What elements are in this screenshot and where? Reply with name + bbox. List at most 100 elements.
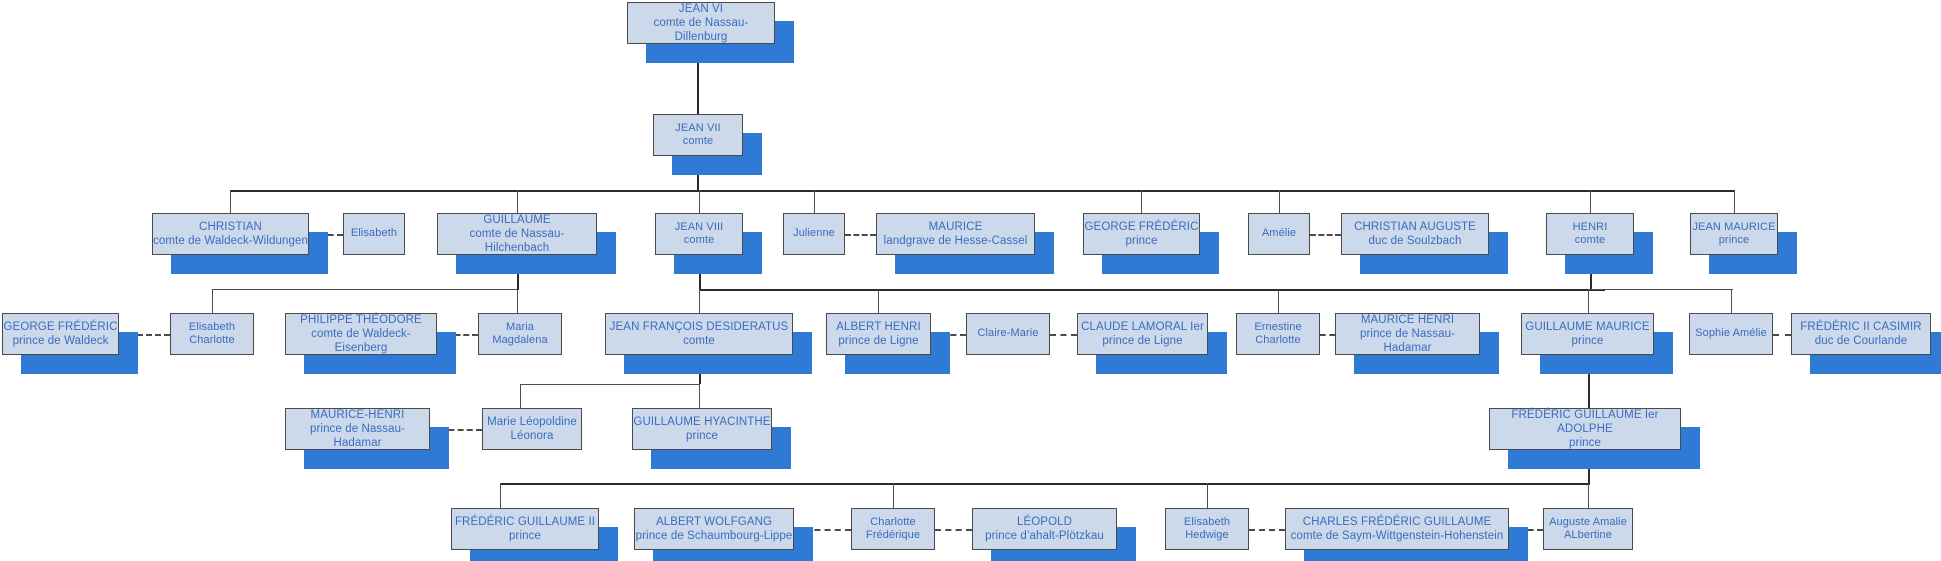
- node-title: JEAN VIII: [674, 220, 724, 233]
- marriage-link: [935, 529, 972, 531]
- node-title: CHRISTIAN: [199, 220, 262, 233]
- node-subtitle: Léonora: [510, 430, 554, 442]
- node-subtitle: Charlotte: [189, 334, 235, 346]
- bus-bottom-row: [500, 483, 1590, 485]
- node-subtitle: prince: [1571, 335, 1604, 347]
- node-subtitle: prince de Nassau-Hadamar: [1359, 328, 1456, 355]
- drop-elishedwige: [1207, 483, 1208, 508]
- node-title: Maria: [505, 320, 534, 333]
- node-title: Charlotte: [870, 515, 916, 528]
- drop-marieleo: [520, 384, 521, 408]
- node-subtitle: prince: [1718, 234, 1750, 246]
- node-subtitle: Magdalena: [492, 334, 548, 346]
- node-subtitle: Frédérique: [865, 529, 921, 541]
- node-subtitle: prince de Schaumbourg-Lippe: [635, 530, 793, 542]
- drop-alberthenri: [878, 289, 879, 313]
- drop-elischar: [212, 289, 213, 313]
- node-title: JEAN FRANÇOIS DESIDERATUS: [609, 320, 789, 333]
- node-subtitle: prince: [1125, 235, 1158, 247]
- node-subtitle: prince de Ligne: [838, 335, 919, 347]
- node-title: GUILLAUME: [483, 213, 551, 226]
- node-subtitle: comte de Waldeck-Wildungen: [153, 235, 308, 247]
- drop-jeanfran: [699, 289, 700, 313]
- tree-node-julienne[interactable]: Julienne: [783, 213, 845, 255]
- node-title: CHRISTIAN AUGUSTE: [1354, 220, 1476, 233]
- node-title: CLAUDE LAMORAL Ier: [1081, 320, 1204, 333]
- drop-fredguil2: [500, 483, 501, 508]
- marriage-link: [1249, 529, 1285, 531]
- tree-node-jean6[interactable]: JEAN VI comte de Nassau-Dillenburg: [627, 2, 775, 44]
- node-subtitle: prince d’ahalt-Plötzkau: [985, 530, 1104, 542]
- node-title: Ernestine: [1254, 320, 1302, 333]
- node-title: ALBERT WOLFGANG: [655, 515, 773, 528]
- node-title: MAURICE-HENRI: [310, 408, 405, 421]
- node-title: Julienne: [793, 227, 835, 240]
- tree-node-sophiamel[interactable]: Sophie Amélie: [1689, 313, 1773, 355]
- drop-henri: [1590, 190, 1591, 213]
- node-title: HENRI: [1572, 220, 1608, 233]
- drop-sophieamelie: [1731, 289, 1732, 313]
- node-subtitle: prince de Ligne: [1102, 335, 1183, 347]
- node-title: GUILLAUME HYACINTHE: [633, 415, 771, 428]
- node-title: FRÉDÉRIC II CASIMIR: [1800, 320, 1922, 333]
- drop-ernestine: [1278, 289, 1279, 313]
- node-title: Elisabeth: [188, 320, 236, 333]
- node-subtitle: comte: [683, 335, 715, 347]
- node-title: PHILIPPE THÉODORE: [300, 313, 422, 326]
- node-subtitle: prince de Waldeck: [12, 335, 109, 347]
- node-title: Elisabeth: [350, 227, 398, 240]
- tree-node-amelie[interactable]: Amélie: [1248, 213, 1310, 255]
- node-subtitle: comte de Nassau-Dillenburg: [653, 17, 749, 44]
- node-title: Marie Léopoldine: [487, 415, 577, 428]
- node-subtitle: ALbertine: [1564, 529, 1612, 541]
- bus-guillaume-children: [212, 289, 518, 290]
- drop-guilhyacinthe: [699, 384, 700, 408]
- node-subtitle: landgrave de Hesse-Cassel: [883, 235, 1028, 247]
- tree-node-christian[interactable]: CHRISTIAN comte de Waldeck-Wildungen: [152, 213, 309, 255]
- marriage-link: [430, 429, 482, 431]
- marriage-link: [845, 234, 876, 236]
- tree-node-claudelam[interactable]: CLAUDE LAMORAL Ier prince de Ligne: [1077, 313, 1208, 355]
- node-title: JEAN MAURICE: [1692, 220, 1776, 233]
- drop-georgefr: [1141, 190, 1142, 213]
- connector-guilmaurice-fredguil1: [1588, 355, 1590, 408]
- tree-node-jeanfran[interactable]: JEAN FRANÇOIS DESIDERATUS comte: [605, 313, 793, 355]
- marriage-link: [1310, 234, 1341, 236]
- node-title: Amélie: [1261, 227, 1297, 240]
- tree-node-albwolf[interactable]: ALBERT WOLFGANG prince de Schaumbourg-Lip…: [634, 508, 794, 550]
- drop-jeanmaurice: [1734, 190, 1735, 213]
- tree-node-elisabeth1[interactable]: Elisabeth: [343, 213, 405, 255]
- node-title: JEAN VI: [678, 2, 724, 15]
- tree-node-clairemar[interactable]: Claire-Marie: [966, 313, 1050, 355]
- marriage-link: [1050, 334, 1077, 336]
- marriage-link: [1773, 334, 1791, 336]
- node-title: Auguste Amalie: [1549, 515, 1627, 528]
